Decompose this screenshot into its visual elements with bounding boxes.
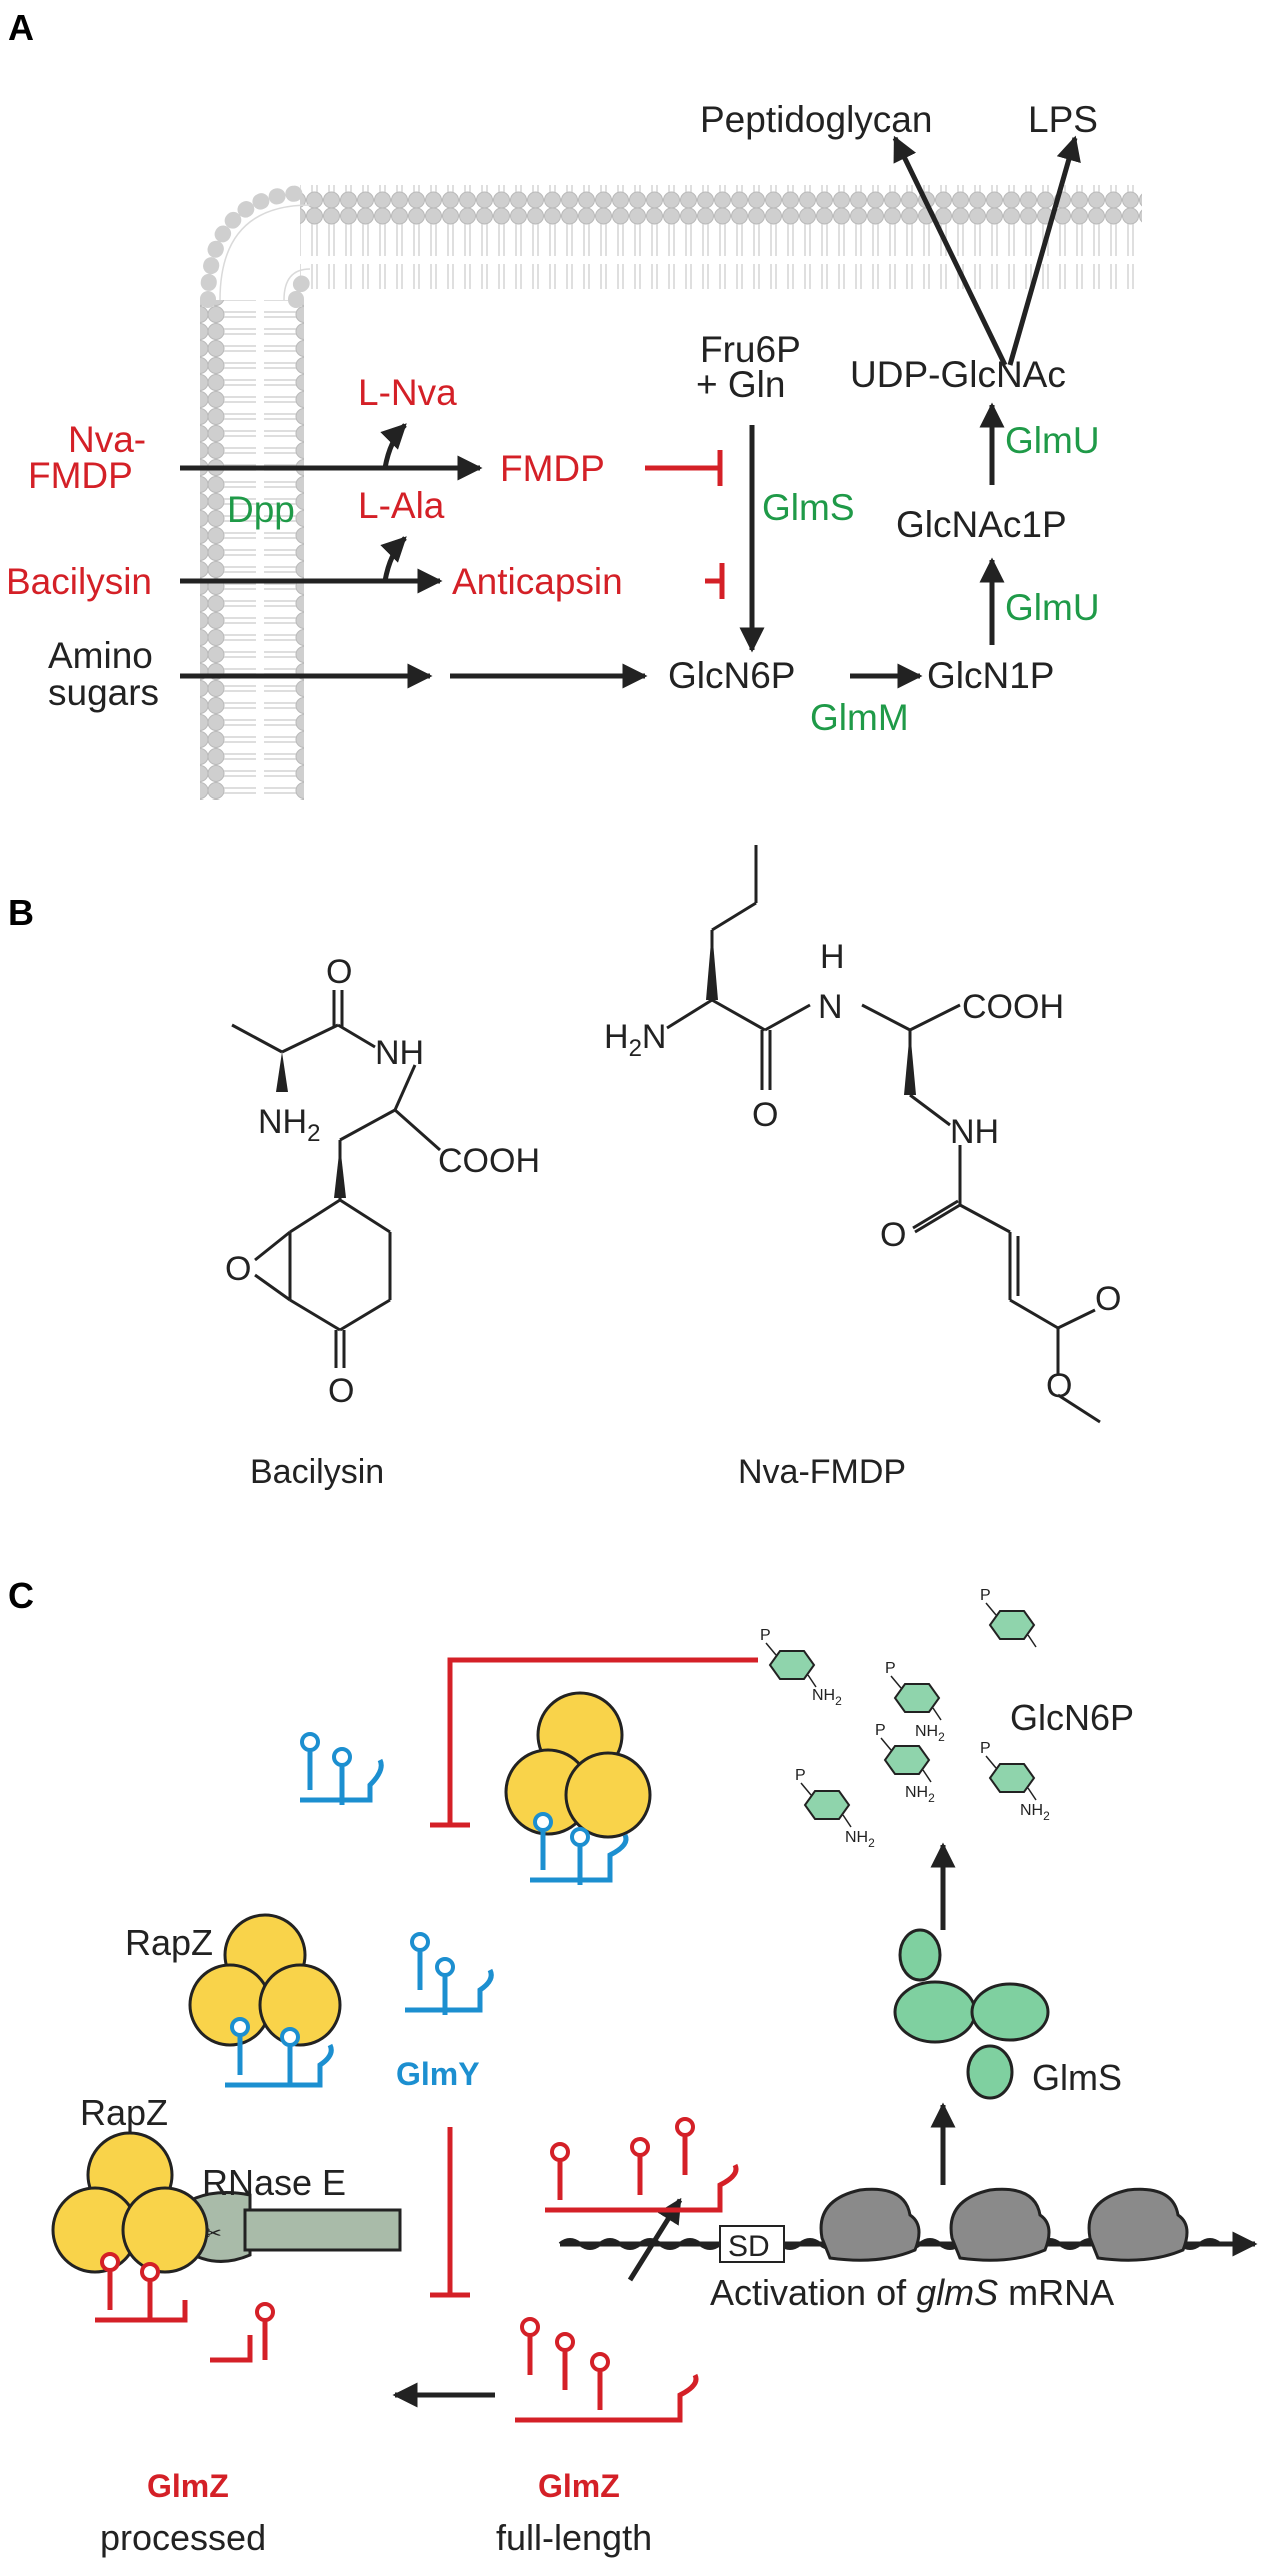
sugar-p-2: P bbox=[885, 1660, 896, 1677]
label-anticapsin: Anticapsin bbox=[452, 561, 623, 602]
bac-cooh: COOH bbox=[438, 1142, 540, 1180]
bacilysin-structure bbox=[231, 990, 441, 1368]
nva-h: H bbox=[820, 938, 845, 976]
bacilysin-wedge bbox=[276, 1052, 288, 1092]
label-glmm: GlmM bbox=[810, 697, 909, 738]
label-glmz-processed-sub: processed bbox=[100, 2517, 266, 2558]
label-activation: Activation of glmS mRNA bbox=[710, 2272, 1114, 2313]
bacilysin-wedge-2 bbox=[334, 1145, 346, 1198]
nva-n: N bbox=[818, 988, 843, 1026]
label-glcn6p-a: GlcN6P bbox=[668, 655, 795, 696]
label-glmz-full: GlmZ bbox=[538, 2468, 620, 2504]
rapz-complex-top bbox=[504, 1691, 652, 1839]
glcn6p-sugars bbox=[765, 1602, 1037, 1828]
sugar-p-4: P bbox=[875, 1722, 886, 1739]
inhibition-a bbox=[645, 450, 725, 599]
sugar-p-6: P bbox=[980, 1740, 991, 1757]
label-rapz-top: RapZ bbox=[125, 1922, 213, 1963]
nva-wedge-1 bbox=[706, 930, 718, 1000]
panel-label-b: B bbox=[8, 892, 34, 933]
label-peptidoglycan: Peptidoglycan bbox=[700, 99, 932, 140]
sugar-nh-5: NH2 bbox=[845, 1829, 875, 1850]
label-glms-a: GlmS bbox=[762, 487, 855, 528]
bac-nh2: NH2 bbox=[258, 1103, 320, 1147]
bac-nh: NH bbox=[375, 1034, 424, 1072]
label-glcn1p: GlcN1P bbox=[927, 655, 1054, 696]
inhibition-c-top bbox=[430, 1657, 758, 1828]
glmz-processed bbox=[95, 2254, 273, 2363]
label-nva-fmdp-line2: FMDP bbox=[28, 455, 133, 496]
nva-o4: O bbox=[1046, 1367, 1072, 1405]
sugar-p-5: P bbox=[795, 1767, 806, 1784]
label-nva-fmdp-line1: Nva- bbox=[68, 419, 146, 460]
nva-o2: O bbox=[880, 1216, 906, 1254]
nva-o3: O bbox=[1095, 1280, 1121, 1318]
label-l-ala: L-Ala bbox=[358, 485, 445, 526]
label-l-nva: L-Nva bbox=[358, 372, 457, 413]
pathway-arrows bbox=[180, 135, 1081, 689]
membrane-left bbox=[200, 300, 304, 800]
glms-protein bbox=[893, 1928, 1050, 2100]
bac-ketone-o: O bbox=[328, 1372, 354, 1410]
label-gln: + Gln bbox=[696, 364, 785, 405]
label-glcn6p-c: GlcN6P bbox=[1010, 1697, 1134, 1738]
ribosomes bbox=[819, 2187, 1189, 2262]
label-udp-glcnac: UDP-GlcNAc bbox=[850, 354, 1066, 395]
nva-cooh: COOH bbox=[962, 988, 1064, 1026]
label-sd: SD bbox=[728, 2230, 770, 2263]
glmz-full-length bbox=[515, 2319, 699, 2423]
sd-box bbox=[719, 2225, 785, 2263]
nva-h2n: H2N bbox=[604, 1018, 666, 1062]
nva-wedge-2 bbox=[904, 1030, 916, 1095]
label-glms-c: GlmS bbox=[1032, 2057, 1122, 2098]
label-glmu-bottom: GlmU bbox=[1005, 587, 1100, 628]
label-glmz-full-sub: full-length bbox=[496, 2517, 652, 2558]
scissors-icon: ✂ bbox=[205, 2223, 222, 2245]
inhibition-c-bottom bbox=[430, 2127, 470, 2298]
label-rapz-bottom: RapZ bbox=[80, 2092, 168, 2133]
label-rnase-e: RNase E bbox=[202, 2162, 346, 2203]
label-glmz-processed: GlmZ bbox=[147, 2468, 229, 2504]
glmy-free-middle bbox=[405, 1934, 494, 2015]
panel-label-a: A bbox=[8, 7, 34, 48]
nva-fmdp-structure bbox=[666, 845, 1101, 1424]
label-glmy: GlmY bbox=[396, 2056, 480, 2092]
mrna-glmz bbox=[545, 2119, 739, 2213]
membrane-top bbox=[300, 185, 1142, 289]
label-sugars: sugars bbox=[48, 672, 159, 713]
label-bacilysin-a: Bacilysin bbox=[6, 561, 152, 602]
sugar-nh-1: NH2 bbox=[812, 1687, 842, 1708]
label-fru6p: Fru6P bbox=[700, 329, 801, 370]
sugar-nh-2: NH2 bbox=[915, 1723, 945, 1744]
sugar-nh-4: NH2 bbox=[905, 1784, 935, 1805]
label-fmdp: FMDP bbox=[500, 448, 605, 489]
label-glmu-top: GlmU bbox=[1005, 420, 1100, 461]
label-glcnac1p: GlcNAc1P bbox=[896, 504, 1067, 545]
bac-name: Bacilysin bbox=[250, 1453, 384, 1491]
nva-nh: NH bbox=[950, 1113, 999, 1151]
glmy-bound-top bbox=[530, 1814, 629, 1885]
glmy-bound-middle bbox=[225, 2019, 334, 2088]
label-amino: Amino bbox=[48, 635, 153, 676]
sugar-nh-6: NH2 bbox=[1020, 1802, 1050, 1823]
nva-name: Nva-FMDP bbox=[738, 1453, 906, 1491]
panel-label-c: C bbox=[8, 1575, 34, 1616]
glmy-free-top bbox=[300, 1734, 384, 1805]
sugar-p-3: P bbox=[980, 1587, 991, 1604]
label-dpp: Dpp bbox=[227, 489, 295, 530]
rapz-complex-middle bbox=[188, 1913, 342, 2047]
sugar-p-1: P bbox=[760, 1627, 771, 1644]
nva-o1: O bbox=[752, 1096, 778, 1134]
rapz-complex-bottom bbox=[51, 2131, 209, 2274]
bac-epox-o: O bbox=[225, 1250, 251, 1288]
bac-o-top: O bbox=[326, 953, 352, 991]
label-lps: LPS bbox=[1028, 99, 1098, 140]
membrane-corner bbox=[200, 185, 318, 308]
